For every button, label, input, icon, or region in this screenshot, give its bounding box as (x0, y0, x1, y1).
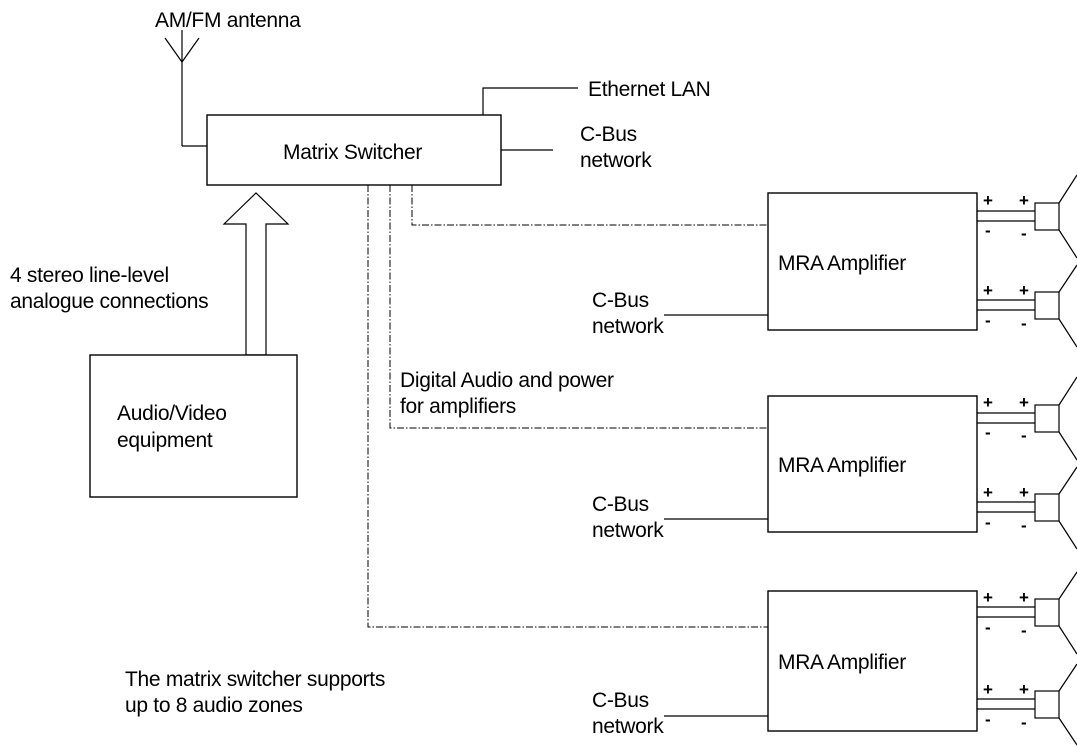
minus-sign: - (985, 423, 991, 442)
antenna-label: AM/FM antenna (155, 9, 301, 32)
amplifier-label: MRA Amplifier (778, 252, 906, 275)
av-equipment-label-line1: Audio/Video (117, 402, 227, 425)
minus-sign: - (985, 618, 991, 637)
plus-sign: + (1019, 483, 1029, 502)
plus-sign: + (1019, 191, 1029, 210)
amplifier-3: MRA Amplifier C-Bus network + + - - + + … (592, 571, 1077, 746)
minus-sign: - (1021, 224, 1027, 243)
antenna-icon (164, 30, 207, 147)
plus-sign: + (1019, 393, 1029, 412)
minus-sign: - (1021, 314, 1027, 333)
speaker-output-a: + + - - (977, 571, 1077, 655)
plus-sign: + (1019, 281, 1029, 300)
speaker-icon (1034, 571, 1077, 655)
digital-audio-label-line1: Digital Audio and power (400, 369, 614, 392)
plus-sign: + (983, 281, 993, 300)
plus-sign: + (983, 680, 993, 699)
minus-sign: - (985, 221, 991, 240)
speaker-output-b: + + - - (977, 466, 1077, 550)
amplifier-box (767, 590, 978, 732)
matrix-switcher-label: Matrix Switcher (283, 141, 422, 164)
amplifier-cbus-label-line2: network (592, 315, 664, 338)
ethernet-connection-line (482, 87, 578, 115)
digital-audio-label-line2: for amplifiers (400, 395, 516, 418)
amplifier-2: MRA Amplifier C-Bus network + + - - + + … (592, 376, 1077, 550)
digital-audio-link-2 (389, 185, 768, 429)
amplifier-cbus-label-line2: network (592, 715, 664, 738)
speaker-icon (1034, 663, 1077, 746)
input-arrow-icon (222, 192, 290, 356)
minus-sign: - (1021, 426, 1027, 445)
input-label-line1: 4 stereo line-level (10, 264, 169, 287)
minus-sign: - (985, 710, 991, 729)
speaker-output-b: + + - - (977, 663, 1077, 746)
speaker-icon (1034, 174, 1077, 259)
digital-audio-link-3 (367, 185, 768, 628)
footnote-line2: up to 8 audio zones (125, 694, 303, 717)
amplifier-box (767, 395, 978, 533)
plus-sign: + (983, 483, 993, 502)
digital-audio-link-1 (411, 185, 768, 226)
plus-sign: + (983, 588, 993, 607)
av-equipment-label-line2: equipment (117, 429, 213, 452)
amplifier-cbus-label-line2: network (592, 519, 664, 542)
speaker-icon (1034, 376, 1077, 461)
minus-sign: - (1021, 516, 1027, 535)
plus-sign: + (1019, 588, 1029, 607)
switcher-cbus-label-line2: network (580, 149, 652, 172)
speaker-output-a: + + - - (977, 376, 1077, 461)
amplifier-1: MRA Amplifier C-Bus network + + - - + + … (592, 174, 1077, 348)
input-label-line2: analogue connections (10, 290, 208, 313)
amplifier-label: MRA Amplifier (778, 454, 906, 477)
amplifier-cbus-label-line1: C-Bus (592, 689, 649, 712)
speaker-output-a: + + - - (977, 174, 1077, 259)
speaker-icon (1034, 466, 1077, 550)
minus-sign: - (1021, 621, 1027, 640)
amplifier-cbus-label-line1: C-Bus (592, 289, 649, 312)
plus-sign: + (983, 393, 993, 412)
matrix-switcher-box (206, 114, 502, 186)
amplifier-label: MRA Amplifier (778, 651, 906, 674)
ethernet-label: Ethernet LAN (588, 78, 710, 101)
speaker-icon (1034, 264, 1077, 348)
minus-sign: - (985, 311, 991, 330)
amplifier-box (767, 192, 978, 331)
amplifier-cbus-label-line1: C-Bus (592, 493, 649, 516)
switcher-cbus-label-line1: C-Bus (580, 123, 637, 146)
speaker-output-b: + + - - (977, 264, 1077, 348)
plus-sign: + (983, 191, 993, 210)
av-equipment-box (89, 354, 298, 498)
plus-sign: + (1019, 680, 1029, 699)
minus-sign: - (985, 513, 991, 532)
footnote-line1: The matrix switcher supports (125, 668, 385, 691)
minus-sign: - (1021, 713, 1027, 732)
